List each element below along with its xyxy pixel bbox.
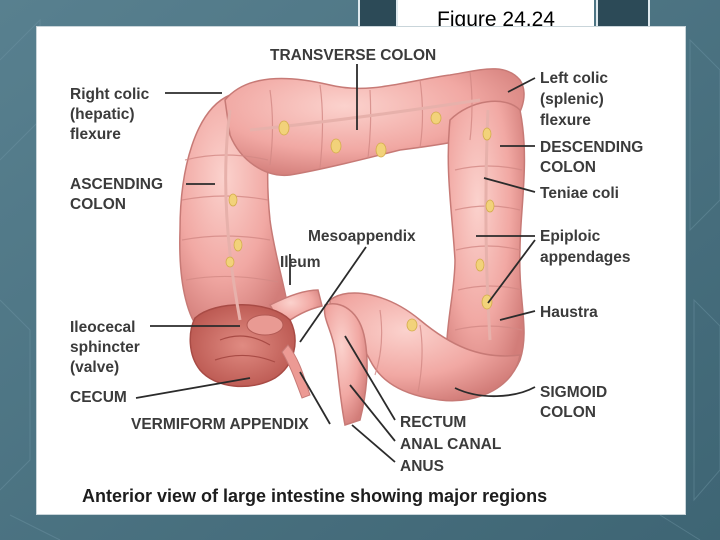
label-right-colic: Right colic (hepatic) flexure bbox=[70, 86, 154, 143]
label-ileum: Ileum bbox=[280, 254, 320, 271]
label-transverse-colon: TRANSVERSE COLON bbox=[270, 47, 436, 64]
label-haustra: Haustra bbox=[540, 304, 598, 321]
sigmoid-colon bbox=[329, 292, 521, 402]
epiploic-appendages bbox=[225, 111, 495, 332]
vermiform-appendix bbox=[281, 344, 311, 399]
label-sigmoid-colon: SIGMOID COLON bbox=[540, 384, 611, 421]
label-mesoappendix: Mesoappendix bbox=[308, 228, 416, 245]
colon bbox=[179, 68, 526, 426]
labels: TRANSVERSE COLON Right colic (hepatic) f… bbox=[70, 47, 648, 506]
label-vermiform-appendix: VERMIFORM APPENDIX bbox=[131, 416, 309, 433]
label-cecum: CECUM bbox=[70, 389, 127, 406]
label-epiploic: Epiploic appendages bbox=[540, 228, 630, 266]
rectum bbox=[323, 303, 368, 426]
ileocecal-valve bbox=[214, 314, 284, 363]
leader-lines bbox=[135, 64, 536, 463]
label-anal-canal: ANAL CANAL bbox=[400, 436, 501, 453]
label-descending-colon: DESCENDING COLON bbox=[540, 139, 648, 176]
label-left-colic: Left colic (splenic) flexure bbox=[540, 70, 612, 129]
cecum bbox=[189, 304, 296, 388]
figure-caption: Anterior view of large intestine showing… bbox=[82, 486, 547, 506]
slide-title: Figure 24.24 bbox=[437, 8, 555, 31]
label-ascending-colon: ASCENDING COLON bbox=[70, 176, 167, 213]
label-ileocecal: Ileocecal sphincter (valve) bbox=[70, 319, 144, 376]
label-teniae-coli: Teniae coli bbox=[540, 185, 619, 202]
label-anus: ANUS bbox=[400, 458, 444, 475]
label-rectum: RECTUM bbox=[400, 414, 466, 431]
